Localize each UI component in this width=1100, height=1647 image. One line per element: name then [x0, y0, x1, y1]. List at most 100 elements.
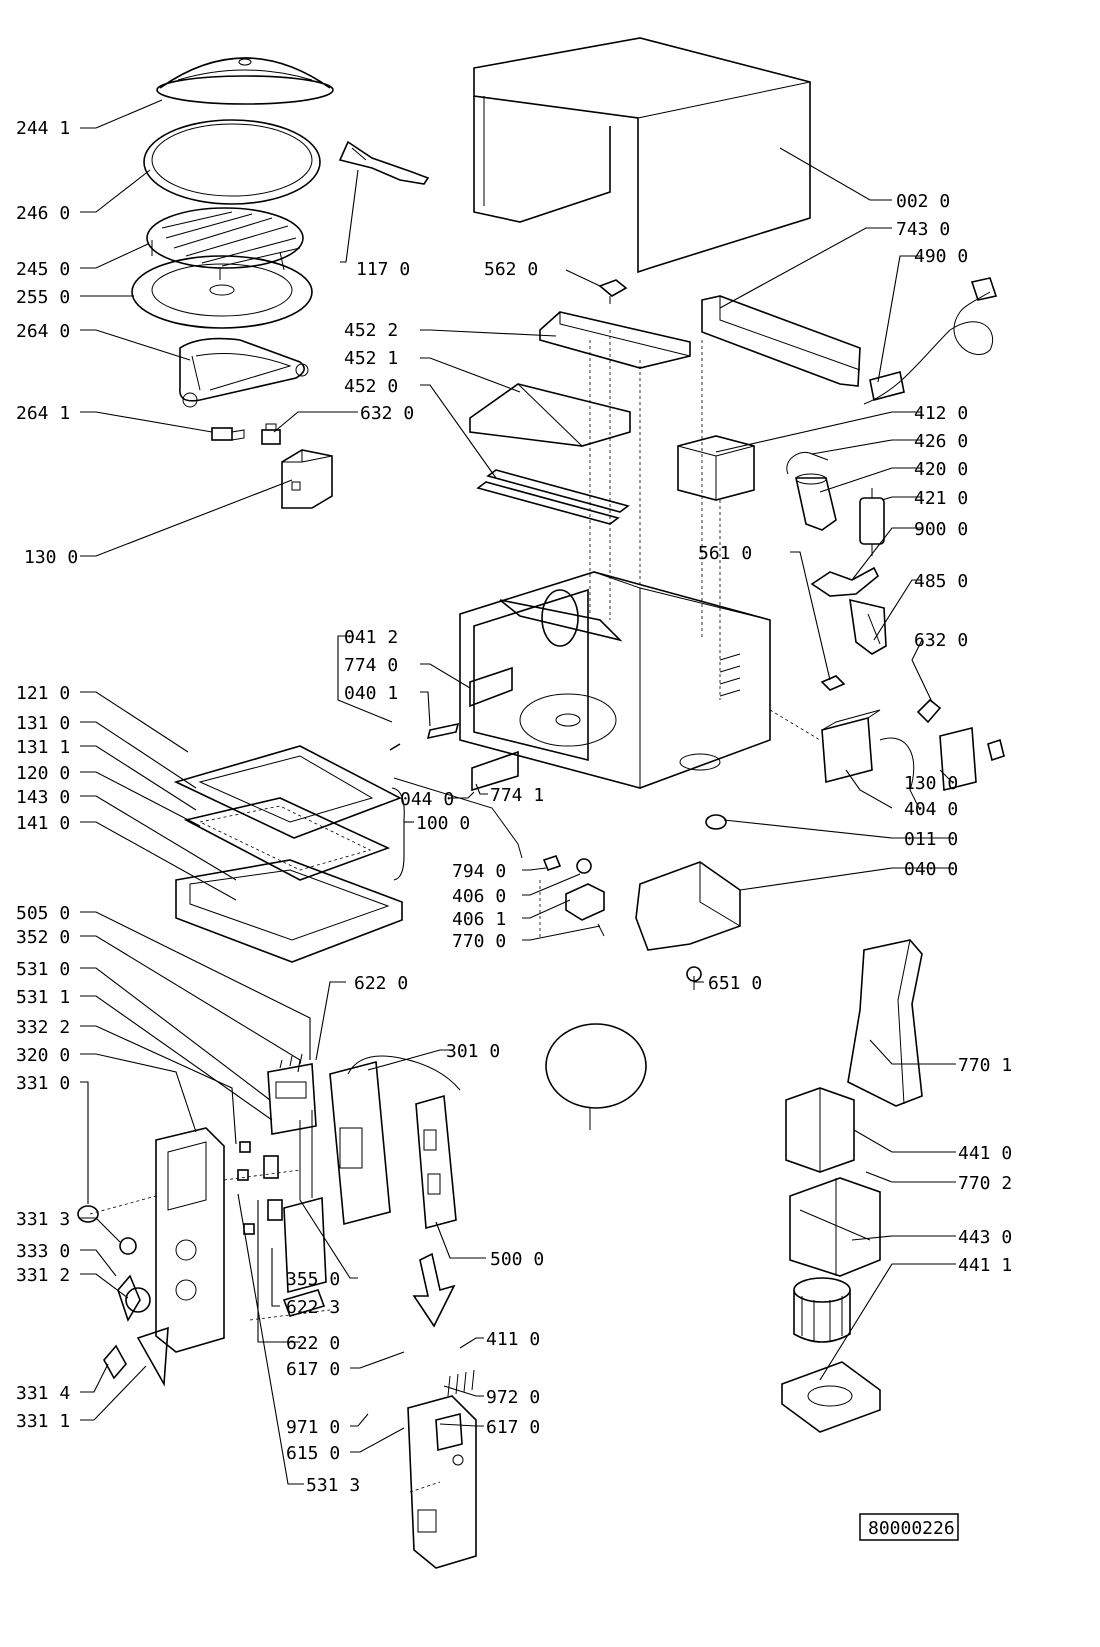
- part-fan-base: [781, 1361, 881, 1433]
- label-426-0: 426 0: [914, 431, 968, 452]
- part-cabinet: [473, 37, 811, 274]
- part-small-components: [237, 1141, 283, 1235]
- part-foot: [705, 814, 727, 830]
- label-143-0: 143 0: [16, 787, 70, 808]
- part-switch-right: [916, 698, 942, 724]
- label-420-0: 420 0: [914, 459, 968, 480]
- label-531-3: 531 3: [306, 1475, 360, 1496]
- label-770-2: 770 2: [958, 1173, 1012, 1194]
- label-505-0: 505 0: [16, 903, 70, 924]
- label-617-0-left: 617 0: [286, 1359, 340, 1380]
- part-power-cord: [863, 277, 998, 405]
- label-320-0: 320 0: [16, 1045, 70, 1066]
- label-794-0: 406 0: [452, 886, 506, 907]
- part-coupler: [211, 427, 245, 441]
- part-knob-assembly: [103, 1237, 169, 1387]
- label-040-0: 794 0: [452, 861, 506, 882]
- label-011-0: 011 0: [904, 829, 958, 850]
- label-770-1: 770 1: [958, 1055, 1012, 1076]
- label-412-0: 412 0: [914, 403, 968, 424]
- part-ring-tray: [143, 119, 321, 205]
- label-331-4: 331 4: [16, 1383, 70, 1404]
- label-120-0: 120 0: [16, 763, 70, 784]
- label-774-0: 774 0: [344, 655, 398, 676]
- part-bracket-left: [281, 449, 333, 509]
- part-fan-motor: [785, 1087, 855, 1173]
- label-331-2: 331 2: [16, 1265, 70, 1286]
- label-615-0: 615 0: [286, 1443, 340, 1464]
- label-632-0-right: 632 0: [914, 630, 968, 651]
- label-622-0-top: 622 0: [354, 973, 408, 994]
- document-code: 80000226: [868, 1518, 955, 1539]
- label-331-1: 331 1: [16, 1411, 70, 1432]
- label-562-0: 562 0: [484, 259, 538, 280]
- dashed-assembly-lines: [89, 330, 821, 1493]
- label-245-0: 245 0: [16, 259, 70, 280]
- label-622-3: 622 3: [286, 1297, 340, 1318]
- label-900-0: 900 0: [914, 519, 968, 540]
- label-333-0: 333 0: [16, 1241, 70, 1262]
- part-control-panel: [155, 1127, 225, 1353]
- label-331-0: 331 0: [16, 1073, 70, 1094]
- part-arrow-symbol: [412, 1252, 456, 1328]
- part-display-board: [267, 1053, 317, 1135]
- document-code-box: 80000226: [859, 1513, 959, 1541]
- label-131-1: 131 1: [16, 737, 70, 758]
- label-452-0: 452 0: [344, 376, 398, 397]
- label-141-0: 141 0: [16, 813, 70, 834]
- part-interlock-bracket: [849, 598, 887, 655]
- part-connector-board: [282, 1110, 327, 1317]
- label-452-1: 452 1: [344, 348, 398, 369]
- part-hood: [469, 383, 631, 447]
- label-531-0: 531 0: [16, 959, 70, 980]
- label-770-0: 040 0: [904, 859, 958, 880]
- part-heater-tube: [476, 469, 630, 525]
- label-972-0: 972 0: [486, 1387, 540, 1408]
- part-door-screen: [183, 797, 391, 881]
- part-dome-lid: [156, 57, 334, 105]
- label-490-0: 490 0: [914, 246, 968, 267]
- label-331-3: 331 3: [16, 1209, 70, 1230]
- label-264-0: 264 0: [16, 321, 70, 342]
- label-100-0: 100 0: [416, 813, 470, 834]
- label-041-2: 041 2: [344, 627, 398, 648]
- label-406-1: 770 0: [452, 931, 506, 952]
- part-fuse: [859, 488, 885, 556]
- part-clip-top: [598, 279, 628, 304]
- label-406-0: 406 1: [452, 909, 506, 930]
- label-130-0-right: 130 0: [904, 773, 958, 794]
- label-632-0-left: 632 0: [360, 403, 414, 424]
- label-352-0: 352 0: [16, 927, 70, 948]
- label-743-0: 743 0: [896, 219, 950, 240]
- part-pcb-301: [329, 1055, 461, 1226]
- label-971-0: 971 0: [286, 1417, 340, 1438]
- label-264-1: 264 1: [16, 403, 70, 424]
- label-130-0-left: 130 0: [24, 547, 78, 568]
- label-244-1: 244 1: [16, 118, 70, 139]
- label-452-2: 452 2: [344, 320, 398, 341]
- part-transformer: [677, 435, 755, 501]
- part-bar: [701, 295, 861, 387]
- part-door-frame: [173, 745, 402, 839]
- label-774-1: 774 1: [490, 785, 544, 806]
- part-fork-handle: [338, 140, 430, 185]
- label-255-0: 255 0: [16, 287, 70, 308]
- label-443-0: 443 0: [958, 1227, 1012, 1248]
- label-044-0: 044 0: [400, 789, 454, 810]
- label-246-0: 246 0: [16, 203, 70, 224]
- label-441-0: 441 0: [958, 1143, 1012, 1164]
- part-plate-774-1: [471, 750, 519, 792]
- label-040-1: 040 1: [344, 683, 398, 704]
- part-fan-shroud: [789, 1177, 881, 1277]
- label-404-0: 404 0: [904, 799, 958, 820]
- part-pcb-500: [415, 1094, 457, 1230]
- part-chassis: [459, 571, 771, 789]
- label-355-0: 355 0: [286, 1269, 340, 1290]
- label-531-1: 531 1: [16, 987, 70, 1008]
- label-301-0: 301 0: [446, 1041, 500, 1062]
- part-capacitor: [795, 473, 837, 531]
- label-117-0: 117 0: [356, 259, 410, 280]
- part-base-tray: [545, 1023, 647, 1130]
